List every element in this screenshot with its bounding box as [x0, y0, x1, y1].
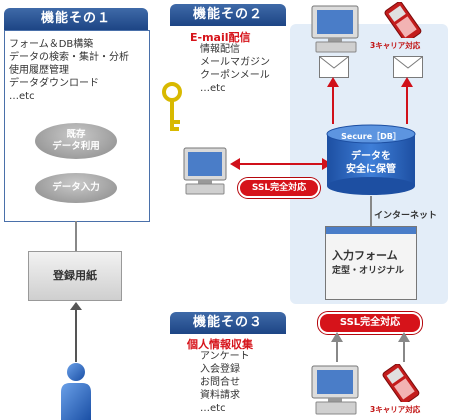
connector-line — [336, 336, 338, 362]
arrow-up-icon — [401, 77, 413, 87]
arrow-up-icon — [398, 332, 410, 342]
function-1-item: フォーム＆DB構築 — [9, 39, 94, 50]
db-text-line: 安全に保管 — [346, 164, 396, 175]
mail-arrow-line — [332, 80, 334, 124]
function-3-item: 入会登録 — [200, 364, 240, 375]
input-form-window: 入力フォーム 定型・オリジナル — [325, 226, 417, 300]
arrow-up-icon — [70, 302, 82, 362]
email-subtitle: E-mail配信 — [190, 31, 251, 44]
function-3-item: …etc — [200, 403, 226, 414]
internet-line — [370, 196, 372, 226]
carrier-label-top: 3キャリア対応 — [370, 41, 421, 50]
ssl-badge-left: SSL完全対応 — [238, 178, 320, 198]
data-input-oval: データ入力 — [35, 173, 117, 203]
computer-icon — [311, 5, 359, 53]
function-2-item: クーポンメール — [200, 70, 270, 81]
registration-paper: 登録用紙 — [28, 251, 122, 301]
function-3-item: お問合せ — [200, 377, 240, 388]
function-1-item: データダウンロード — [9, 78, 99, 89]
function-3-item: 資料請求 — [200, 390, 240, 401]
function-2-item: メールマガジン — [200, 57, 270, 68]
mobile-phone-icon — [382, 364, 420, 402]
tab-function-1: 機能その１ — [4, 8, 148, 30]
db-text: データを 安全に保管 — [330, 150, 412, 176]
function-1-list: フォーム＆DB構築 データの検索・集計・分析 使用履歴管理 データダウンロード … — [9, 38, 129, 103]
function-2-item: …etc — [200, 83, 226, 94]
function-1-panel: フォーム＆DB構築 データの検索・集計・分析 使用履歴管理 データダウンロード … — [4, 30, 150, 222]
internet-label: インターネット — [374, 211, 438, 221]
mail-arrow-line — [406, 80, 408, 124]
arrow-up-icon — [331, 332, 343, 342]
carrier-label-bottom: 3キャリア対応 — [370, 405, 421, 414]
collection-subtitle: 個人情報収集 — [187, 338, 253, 351]
existing-data-oval: 既存 データ利用 — [35, 123, 117, 159]
tab-function-2: 機能その２ — [170, 4, 286, 26]
form-subtitle: 定型・オリジナル — [332, 266, 405, 276]
function-3-list: アンケート 入会登録 お問合せ 資料請求 …etc — [200, 350, 250, 415]
form-title: 入力フォーム — [332, 249, 398, 262]
key-icon — [162, 82, 182, 131]
function-1-item: データの検索・集計・分析 — [9, 52, 129, 63]
arrow-up-icon — [327, 77, 339, 87]
function-2-list: 情報配信 メールマガジン クーポンメール …etc — [200, 43, 270, 95]
person-icon — [61, 363, 91, 420]
function-3-item: アンケート — [200, 351, 250, 362]
database-icon — [326, 124, 416, 195]
computer-icon — [311, 365, 359, 415]
mail-envelope-icon — [319, 56, 349, 78]
mail-envelope-icon — [393, 56, 423, 78]
arrow-left-icon — [230, 158, 240, 170]
ssl-connection-line — [234, 163, 326, 165]
ssl-badge-bottom: SSL完全対応 — [318, 312, 422, 334]
db-label: Secure［DB］ — [341, 132, 401, 141]
connector-line — [75, 221, 77, 251]
oval-line: 既存 — [66, 129, 86, 140]
db-text-line: データを — [351, 151, 391, 162]
computer-icon — [183, 147, 227, 195]
oval-line: データ利用 — [52, 141, 100, 152]
function-1-item: 使用履歴管理 — [9, 65, 69, 76]
function-1-item: …etc — [9, 91, 35, 102]
window-titlebar — [326, 227, 416, 234]
tab-function-3: 機能その３ — [170, 312, 286, 334]
paper-label: 登録用紙 — [53, 269, 97, 282]
connector-line — [403, 336, 405, 362]
function-2-item: 情報配信 — [200, 44, 240, 55]
mobile-phone-icon — [384, 2, 422, 38]
